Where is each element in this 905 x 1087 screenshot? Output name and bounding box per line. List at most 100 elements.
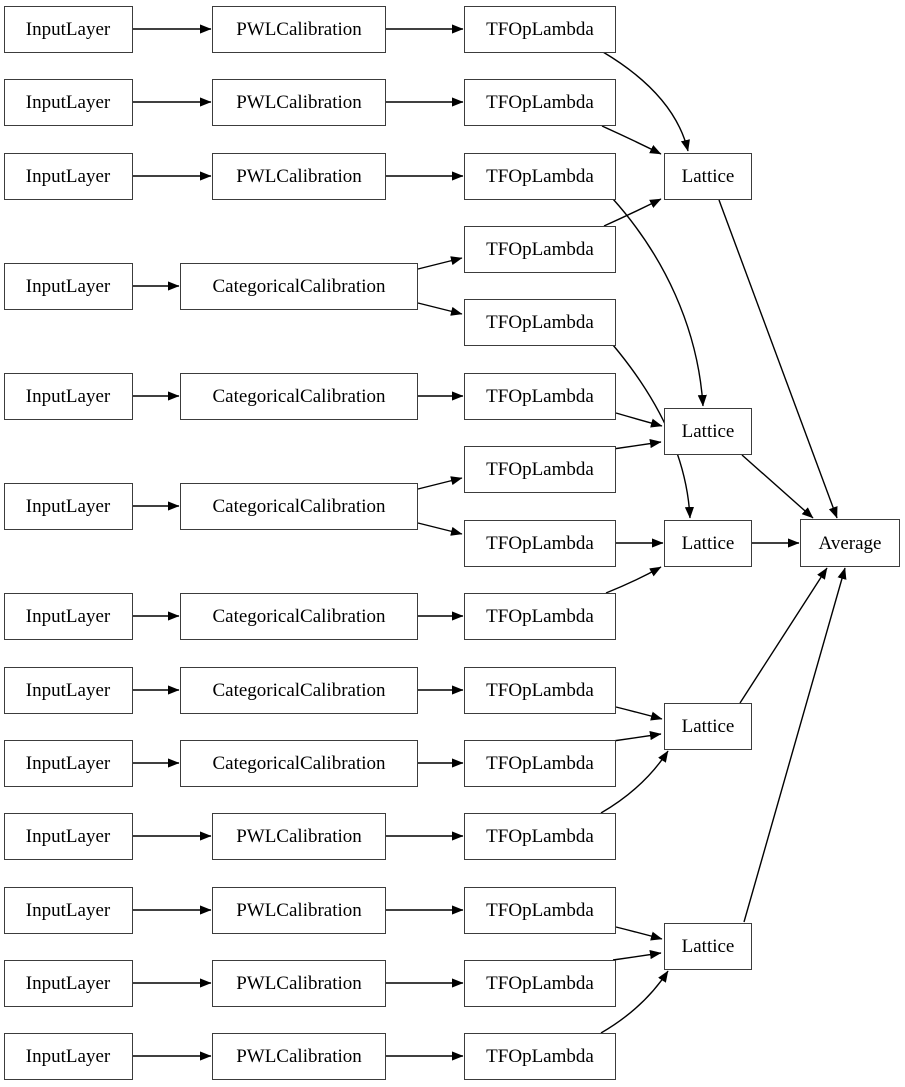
node-i6-input: InputLayer <box>3 482 133 530</box>
edge-t14-l5 <box>612 950 662 961</box>
edge-c6-t8 <box>417 522 463 536</box>
node-t12-lambda: TFOpLambda <box>464 812 616 860</box>
node-label: TFOpLambda <box>486 385 594 407</box>
node-label: CategoricalCalibration <box>212 752 386 774</box>
node-label: TFOpLambda <box>486 238 594 260</box>
node-label: TFOpLambda <box>486 1045 594 1067</box>
node-label: TFOpLambda <box>486 679 594 701</box>
edge-l1-a1 <box>718 199 838 519</box>
edge-c6-t7 <box>417 476 463 490</box>
node-t3-lambda: TFOpLambda <box>464 152 616 200</box>
node-label: TFOpLambda <box>486 311 594 333</box>
node-label: InputLayer <box>25 275 111 297</box>
node-c6-categorical: CategoricalCalibration <box>180 482 418 530</box>
node-t5-lambda: TFOpLambda <box>464 298 616 346</box>
node-label: TFOpLambda <box>486 972 594 994</box>
node-l1-lattice: Lattice <box>664 152 752 200</box>
node-i7-input: InputLayer <box>3 592 133 640</box>
node-i5-input: InputLayer <box>3 372 133 420</box>
node-l2-lattice: Lattice <box>664 407 752 455</box>
node-i8-input: InputLayer <box>3 666 133 714</box>
node-i12-input: InputLayer <box>3 959 133 1007</box>
node-c8-categorical: CategoricalCalibration <box>180 666 418 714</box>
edge-t9-l3 <box>605 566 662 594</box>
edge-t3-l2 <box>612 198 707 407</box>
node-label: TFOpLambda <box>486 532 594 554</box>
node-a1-average: Average <box>800 519 900 567</box>
edge-t15-l5 <box>600 970 669 1034</box>
edge-t6-l2 <box>615 412 663 428</box>
edge-c4-t4 <box>417 256 463 270</box>
edges-group <box>132 24 847 1061</box>
node-i13-input: InputLayer <box>3 1032 133 1080</box>
node-label: CategoricalCalibration <box>212 275 386 297</box>
node-label: TFOpLambda <box>486 18 594 40</box>
node-label: PWLCalibration <box>236 899 362 921</box>
node-label: InputLayer <box>25 495 111 517</box>
node-label: CategoricalCalibration <box>212 385 386 407</box>
node-label: PWLCalibration <box>236 825 362 847</box>
node-c1-pwl: PWLCalibration <box>212 5 386 53</box>
node-c5-categorical: CategoricalCalibration <box>180 372 418 420</box>
node-label: InputLayer <box>25 18 111 40</box>
node-label: InputLayer <box>25 679 111 701</box>
node-t2-lambda: TFOpLambda <box>464 78 616 126</box>
node-label: TFOpLambda <box>486 899 594 921</box>
node-t7-lambda: TFOpLambda <box>464 445 616 493</box>
node-label: Lattice <box>681 532 735 554</box>
edge-l4-a1 <box>739 567 828 704</box>
edge-t1-l1 <box>602 51 690 152</box>
node-label: InputLayer <box>25 165 111 187</box>
edge-t11-l4 <box>612 731 662 742</box>
node-l4-lattice: Lattice <box>664 702 752 750</box>
node-label: Lattice <box>681 935 735 957</box>
node-label: TFOpLambda <box>486 91 594 113</box>
node-l3-lattice: Lattice <box>664 519 752 567</box>
node-label: InputLayer <box>25 605 111 627</box>
node-t6-lambda: TFOpLambda <box>464 372 616 420</box>
node-label: InputLayer <box>25 825 111 847</box>
node-i10-input: InputLayer <box>3 812 133 860</box>
node-label: InputLayer <box>25 972 111 994</box>
node-c13-pwl: PWLCalibration <box>212 1032 386 1080</box>
node-i1-input: InputLayer <box>3 5 133 53</box>
edge-t12-l4 <box>600 750 669 814</box>
node-c12-pwl: PWLCalibration <box>212 959 386 1007</box>
node-label: Lattice <box>681 715 735 737</box>
node-label: TFOpLambda <box>486 165 594 187</box>
edge-l5-a1 <box>743 567 847 923</box>
node-label: TFOpLambda <box>486 752 594 774</box>
node-t4-lambda: TFOpLambda <box>464 225 616 273</box>
node-label: PWLCalibration <box>236 972 362 994</box>
node-label: PWLCalibration <box>236 91 362 113</box>
node-i4-input: InputLayer <box>3 262 133 310</box>
edge-t2-l1 <box>601 125 662 155</box>
node-label: InputLayer <box>25 1045 111 1067</box>
node-label: InputLayer <box>25 91 111 113</box>
node-l5-lattice: Lattice <box>664 922 752 970</box>
edge-t7-l2 <box>612 439 662 450</box>
node-t10-lambda: TFOpLambda <box>464 666 616 714</box>
node-label: PWLCalibration <box>236 1045 362 1067</box>
node-t9-lambda: TFOpLambda <box>464 592 616 640</box>
node-label: Lattice <box>681 420 735 442</box>
edge-t13-l5 <box>615 926 663 941</box>
node-label: InputLayer <box>25 752 111 774</box>
node-c11-pwl: PWLCalibration <box>212 886 386 934</box>
node-label: CategoricalCalibration <box>212 495 386 517</box>
node-i3-input: InputLayer <box>3 152 133 200</box>
node-label: CategoricalCalibration <box>212 679 386 701</box>
edge-t4-l1 <box>603 198 662 227</box>
node-label: PWLCalibration <box>236 165 362 187</box>
node-label: TFOpLambda <box>486 825 594 847</box>
node-label: InputLayer <box>25 899 111 921</box>
node-c10-pwl: PWLCalibration <box>212 812 386 860</box>
edge-c4-t5 <box>417 302 463 316</box>
node-label: CategoricalCalibration <box>212 605 386 627</box>
node-t14-lambda: TFOpLambda <box>464 959 616 1007</box>
node-c4-categorical: CategoricalCalibration <box>180 262 418 310</box>
node-i2-input: InputLayer <box>3 78 133 126</box>
